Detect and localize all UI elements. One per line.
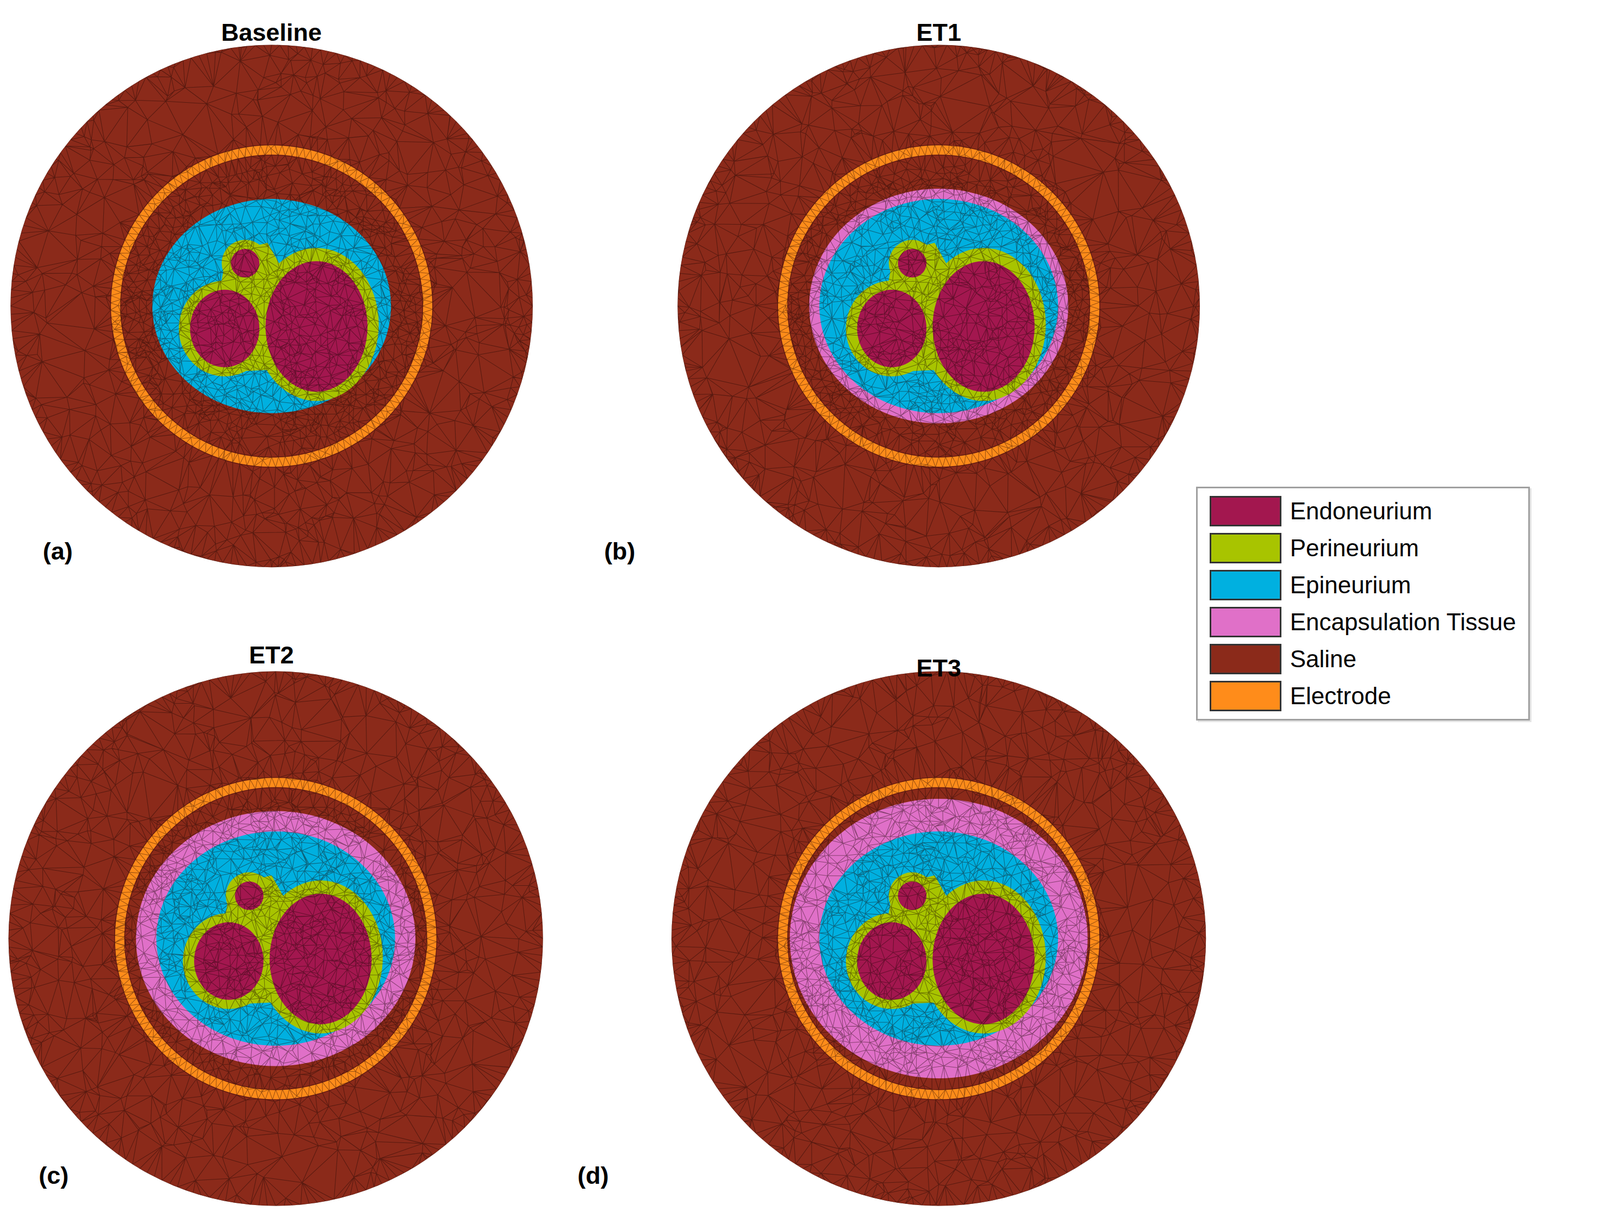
nerve-cross-section: [671, 671, 1206, 1206]
panel-title: Baseline: [221, 19, 322, 47]
legend-label: Saline: [1290, 645, 1357, 674]
legend-label: Endoneurium: [1290, 497, 1433, 526]
mesh-lines: [8, 671, 544, 1206]
legend-entry: Encapsulation Tissue: [1209, 606, 1517, 638]
legend-label: Epineurium: [1290, 571, 1412, 600]
legend-swatch: [1209, 495, 1282, 527]
mesh-lines: [10, 45, 533, 568]
legend-swatch: [1209, 532, 1282, 564]
saline-region: [677, 45, 1200, 568]
mesh-lines: [671, 671, 1206, 1206]
panel-letter: (b): [604, 537, 635, 565]
legend-swatch: [1209, 606, 1282, 638]
perineurium: [845, 872, 1047, 1033]
nerve-cross-section: [8, 671, 544, 1206]
saline-region: [671, 671, 1206, 1206]
legend-swatch: [1209, 643, 1282, 675]
legend-swatch: [1209, 569, 1282, 601]
saline-region: [10, 45, 533, 568]
legend-label: Electrode: [1290, 682, 1392, 711]
legend-label: Perineurium: [1290, 534, 1419, 563]
panel-title: ET2: [248, 641, 295, 669]
nerve-cross-section: [677, 45, 1200, 568]
legend-swatch: [1209, 680, 1282, 712]
legend-entry: Electrode: [1209, 680, 1517, 712]
mesh-lines: [677, 45, 1200, 568]
panel-title: ET1: [916, 19, 962, 47]
saline-region: [8, 671, 544, 1206]
legend-box: EndoneuriumPerineuriumEpineuriumEncapsul…: [1196, 486, 1530, 721]
legend-entry: Epineurium: [1209, 569, 1517, 601]
panel-letter: (a): [42, 537, 73, 565]
legend-entry: Endoneurium: [1209, 495, 1517, 527]
panel-letter: (d): [577, 1161, 609, 1189]
panel-title: ET3: [916, 655, 962, 683]
nerve-cross-section: [10, 45, 533, 568]
legend-label: Encapsulation Tissue: [1290, 608, 1517, 637]
legend-entry: Perineurium: [1209, 532, 1517, 564]
epineurium: [152, 198, 391, 414]
panel-letter: (c): [38, 1161, 69, 1189]
legend-entry: Saline: [1209, 643, 1517, 675]
